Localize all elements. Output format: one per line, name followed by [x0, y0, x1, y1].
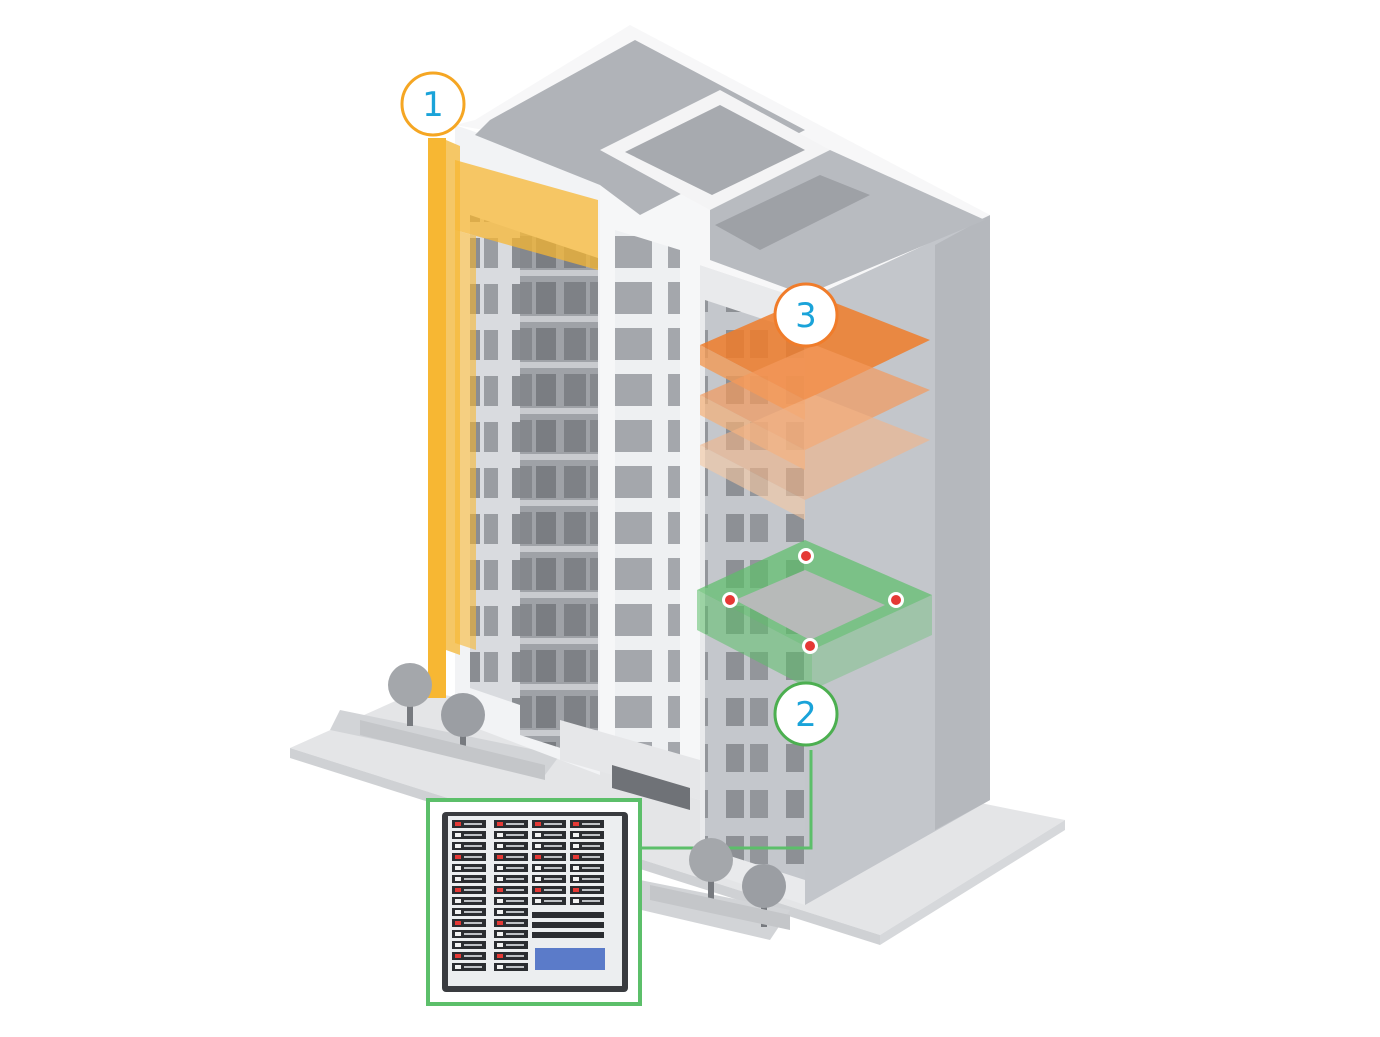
marker-1-label: 1: [422, 85, 444, 125]
marker-1-circle: [400, 71, 466, 137]
tree-icon: [388, 663, 786, 927]
building-front-left: [455, 125, 600, 775]
detection-zone: [697, 540, 932, 690]
riser-highlight: [428, 138, 598, 698]
marker-3-label: 3: [795, 296, 817, 336]
marker-2-label: 2: [795, 695, 817, 735]
building-roof: [455, 25, 990, 300]
marker-2: 2: [773, 681, 839, 747]
marker-1: 1: [400, 71, 466, 137]
marker-2-circle: [773, 681, 839, 747]
smoke-zones: [700, 295, 930, 520]
fire-alarm-panel-icon: [426, 798, 642, 1006]
smoke-detector-icon: [722, 548, 904, 654]
marker-3: 3: [773, 282, 839, 348]
planter-benches: [360, 720, 790, 930]
marker-3-circle: [773, 282, 839, 348]
building-front-center: [560, 150, 700, 810]
